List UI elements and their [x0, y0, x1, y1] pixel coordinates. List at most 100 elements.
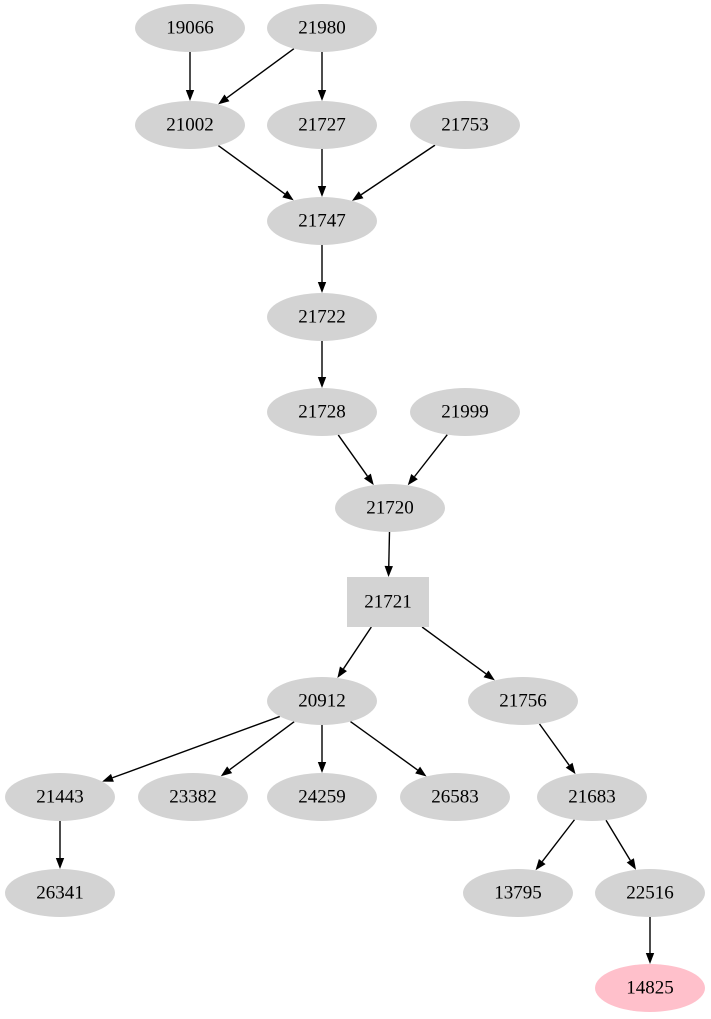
node-ellipse-shape[interactable]	[267, 4, 377, 52]
graph-node[interactable]: 21683	[537, 773, 647, 821]
node-ellipse-shape[interactable]	[267, 101, 377, 149]
edge-line	[541, 819, 576, 862]
node-ellipse-shape[interactable]	[267, 293, 377, 341]
node-ellipse-shape[interactable]	[135, 4, 245, 52]
graph-edge	[337, 626, 372, 678]
graph-node[interactable]: 21756	[468, 677, 578, 725]
graph-edge	[605, 819, 636, 870]
graph-node[interactable]: 21753	[410, 101, 520, 149]
edge-arrowhead-icon	[282, 190, 294, 201]
node-ellipse-shape[interactable]	[400, 773, 510, 821]
node-ellipse-shape[interactable]	[537, 773, 647, 821]
edge-arrowhead-icon	[626, 858, 636, 870]
graph-node[interactable]: 21443	[5, 773, 115, 821]
edge-arrowhead-icon	[317, 762, 327, 773]
edge-line	[226, 48, 295, 99]
graph-node[interactable]: 21722	[267, 293, 377, 341]
nodes-layer: 19066 21980 21002 21727 21753 21747 21722 21728…	[5, 4, 705, 1012]
node-ellipse-shape[interactable]	[267, 197, 377, 245]
graph-node[interactable]: 20912	[267, 677, 377, 725]
node-ellipse-shape[interactable]	[267, 388, 377, 436]
edge-arrowhead-icon	[483, 670, 495, 681]
node-ellipse-shape[interactable]	[267, 773, 377, 821]
node-label: 22516	[626, 882, 674, 903]
graph-node[interactable]: 23382	[138, 773, 248, 821]
edge-line	[350, 720, 419, 771]
edge-line	[421, 626, 487, 675]
edge-line	[360, 144, 436, 196]
edge-line	[112, 715, 281, 779]
node-label: 13795	[494, 882, 542, 903]
node-label: 23382	[169, 786, 217, 807]
edge-arrowhead-icon	[351, 191, 364, 201]
edge-arrowhead-icon	[55, 858, 65, 869]
graph-node[interactable]: 21747	[267, 197, 377, 245]
node-label: 21728	[298, 401, 346, 422]
graph-node[interactable]: 22516	[595, 869, 705, 917]
node-ellipse-shape[interactable]	[335, 484, 445, 532]
edge-arrowhead-icon	[317, 282, 327, 293]
edge-line	[342, 626, 372, 670]
node-ellipse-shape[interactable]	[5, 773, 115, 821]
graph-edge	[351, 144, 436, 201]
edge-line	[217, 145, 286, 195]
graph-edge	[535, 819, 576, 871]
node-label: 21683	[568, 786, 616, 807]
edges-layer	[55, 48, 655, 964]
node-label: 21756	[499, 690, 547, 711]
edge-arrowhead-icon	[337, 666, 347, 678]
edge-arrowhead-icon	[535, 858, 546, 871]
node-label: 21721	[364, 591, 412, 612]
graph-edge	[317, 52, 327, 101]
graph-node[interactable]: 26341	[5, 869, 115, 917]
node-ellipse-shape[interactable]	[5, 869, 115, 917]
node-ellipse-shape[interactable]	[410, 388, 520, 436]
graph-node[interactable]: 21721	[347, 577, 429, 627]
node-label: 26341	[36, 882, 84, 903]
node-ellipse-shape[interactable]	[267, 677, 377, 725]
edge-arrowhead-icon	[565, 762, 576, 775]
node-ellipse-shape[interactable]	[135, 101, 245, 149]
graph-edge	[384, 531, 393, 577]
graph-edge	[217, 145, 294, 201]
node-ellipse-shape[interactable]	[410, 101, 520, 149]
graph-node[interactable]: 21728	[267, 388, 377, 436]
edge-arrowhead-icon	[220, 766, 233, 777]
node-ellipse-shape[interactable]	[463, 869, 573, 917]
graph-edge	[185, 52, 195, 101]
graph-node[interactable]: 21727	[267, 101, 377, 149]
graph-node[interactable]: 21980	[267, 4, 377, 52]
node-ellipse-shape[interactable]	[595, 869, 705, 917]
graph-node[interactable]: 14825	[595, 964, 705, 1012]
graph-edge	[407, 434, 448, 486]
graph-edge	[538, 723, 576, 775]
graph-edge	[218, 48, 295, 105]
node-label: 14825	[626, 977, 674, 998]
node-ellipse-shape[interactable]	[468, 677, 578, 725]
node-label: 19066	[166, 17, 214, 38]
graph-edge	[220, 721, 295, 777]
graph-node[interactable]: 13795	[463, 869, 573, 917]
graph-node[interactable]: 26583	[400, 773, 510, 821]
node-ellipse-shape[interactable]	[595, 964, 705, 1012]
node-box-shape[interactable]	[347, 577, 429, 627]
node-label: 21002	[166, 114, 214, 135]
edge-arrowhead-icon	[185, 90, 195, 101]
graph-node[interactable]: 21999	[410, 388, 520, 436]
graph-edge	[317, 149, 327, 197]
graph-node[interactable]: 21720	[335, 484, 445, 532]
edge-arrowhead-icon	[317, 377, 327, 388]
edge-arrowhead-icon	[317, 186, 327, 197]
node-label: 21747	[298, 210, 346, 231]
edge-line	[538, 723, 570, 766]
node-label: 21999	[441, 401, 489, 422]
graph-node[interactable]: 21002	[135, 101, 245, 149]
edge-line	[413, 434, 448, 478]
edge-line	[229, 721, 295, 771]
edge-arrowhead-icon	[415, 766, 427, 777]
graph-node[interactable]: 19066	[135, 4, 245, 52]
node-ellipse-shape[interactable]	[138, 773, 248, 821]
graph-node[interactable]: 24259	[267, 773, 377, 821]
node-label: 21727	[298, 114, 346, 135]
